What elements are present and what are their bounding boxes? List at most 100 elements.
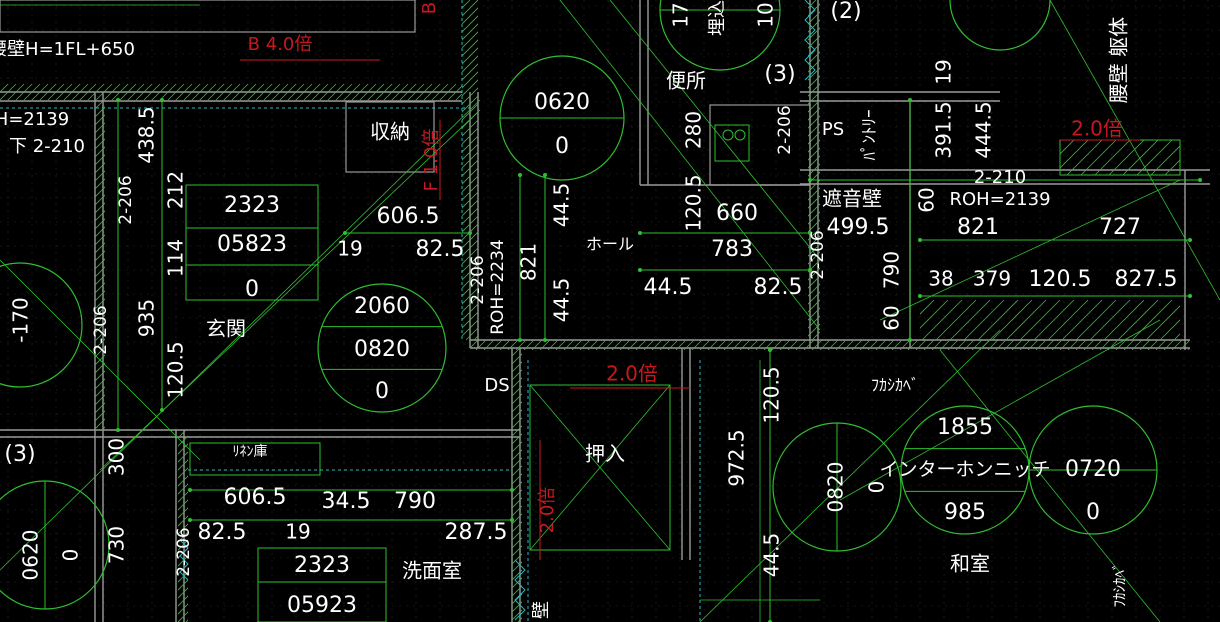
hatch-line [935,300,977,340]
hatch-line [920,300,935,315]
hatch-line [731,340,743,350]
dimension-label: 438.5 [135,106,159,163]
hatch-line [811,340,823,350]
dimension-label: 114 [164,239,188,277]
door-tag-text: 0820 [824,462,848,513]
dimension-label: 730 [105,526,129,564]
hatch-line [1067,340,1079,350]
hatch-line [923,340,935,350]
dimension-label: 391.5 [932,101,956,158]
red-note: F 1.0倍 [421,129,442,192]
hatch-line [547,340,559,350]
wall-hatch [512,348,522,622]
hatch-line [1075,300,1117,340]
hatch-line [1094,140,1131,175]
hatch-line [199,84,217,100]
room-label: ﾌｶｼｶﾍﾞ [871,376,919,395]
hatch-line [247,84,265,100]
hatch-line [215,84,233,100]
dimension-label: 2-206 [808,230,828,279]
hatch-line [159,84,177,100]
hatch-line [827,340,839,350]
dimension-dot [160,408,164,412]
hatch-line [587,340,599,350]
hatch-line [883,340,895,350]
upper-room-outline [0,0,416,33]
hatch-line [455,93,462,100]
hatch-line [1051,340,1063,350]
wall-hatch [470,340,1190,350]
dimension-label: 17 [669,2,693,27]
dimension-label: 821 [517,243,541,281]
hatch-line [971,340,983,350]
dimension-dot [918,238,922,242]
hatch-line [1061,300,1103,340]
dimension-dot [188,518,192,522]
dimension-label: 34.5 [322,489,371,514]
hatch-line [103,84,121,100]
hatch-line [95,84,113,100]
door-tag-left [0,262,83,388]
hatch-line [1066,140,1103,175]
dimension-label: 19 [285,520,310,544]
room-label: DS [484,375,509,396]
dimension-label: 499.5 [827,215,890,240]
room-label: 洗面室 [402,559,462,583]
hatch-line [921,300,963,340]
shoe-cabinet-label: 2323 [224,193,280,218]
red-note: B [419,2,440,14]
hatch-lines [512,348,522,622]
hatch-line [819,340,831,350]
hatch-lines [178,430,188,622]
hatch-line [7,84,25,100]
hatch-line [835,340,847,350]
dimension-dot [188,488,192,492]
hatch-line [635,340,647,350]
hatch-line [659,340,671,350]
hatch-line [127,84,145,100]
dimension-dot [808,231,812,235]
hatch-line [1171,340,1183,350]
dimension-label: 19 [932,59,956,84]
dimension-label: 38 [928,267,953,291]
hatch-line [603,340,615,350]
hatch-lines [0,84,462,100]
dimension-label: 821 [957,215,999,240]
hatch-line [295,84,313,100]
hatch-line [1117,300,1159,340]
hatch-line [71,84,89,100]
hatch-line [891,340,903,350]
dimension-dot [918,294,922,298]
hatch-line [539,340,551,350]
room-label: 遮音壁 [822,187,882,211]
hatch-line [787,340,799,350]
hatch-line [808,51,820,65]
hatch-line [39,84,57,100]
hatch-line [0,84,9,93]
hatch-line [963,300,1005,340]
hatch-line [111,84,129,100]
hatch-line [1060,140,1075,155]
hatch-line [1003,340,1015,350]
dimension-label: 44.5 [760,533,784,578]
dimension-label: 790 [880,251,904,289]
dimension-label: 82.5 [416,237,465,262]
hatch-line [231,84,249,100]
hatch-line [808,275,820,289]
dimension-dot [808,268,812,272]
dimension-dot [518,338,522,342]
hatch-line [571,340,583,350]
hatch-line [995,340,1007,350]
hatch-line [875,340,887,350]
door-tag-0820 [772,422,902,552]
hatch-line [95,258,105,270]
dimension-label: 212 [164,171,188,209]
hatch-line [859,340,871,350]
hatch-line [1150,145,1180,175]
hatch-line [512,385,522,397]
hatch-line [462,159,478,177]
hatch-line [755,340,767,350]
red-note: 2.0倍 [1071,117,1123,141]
toilet-fixture [734,129,746,141]
hatch-line [963,340,975,350]
